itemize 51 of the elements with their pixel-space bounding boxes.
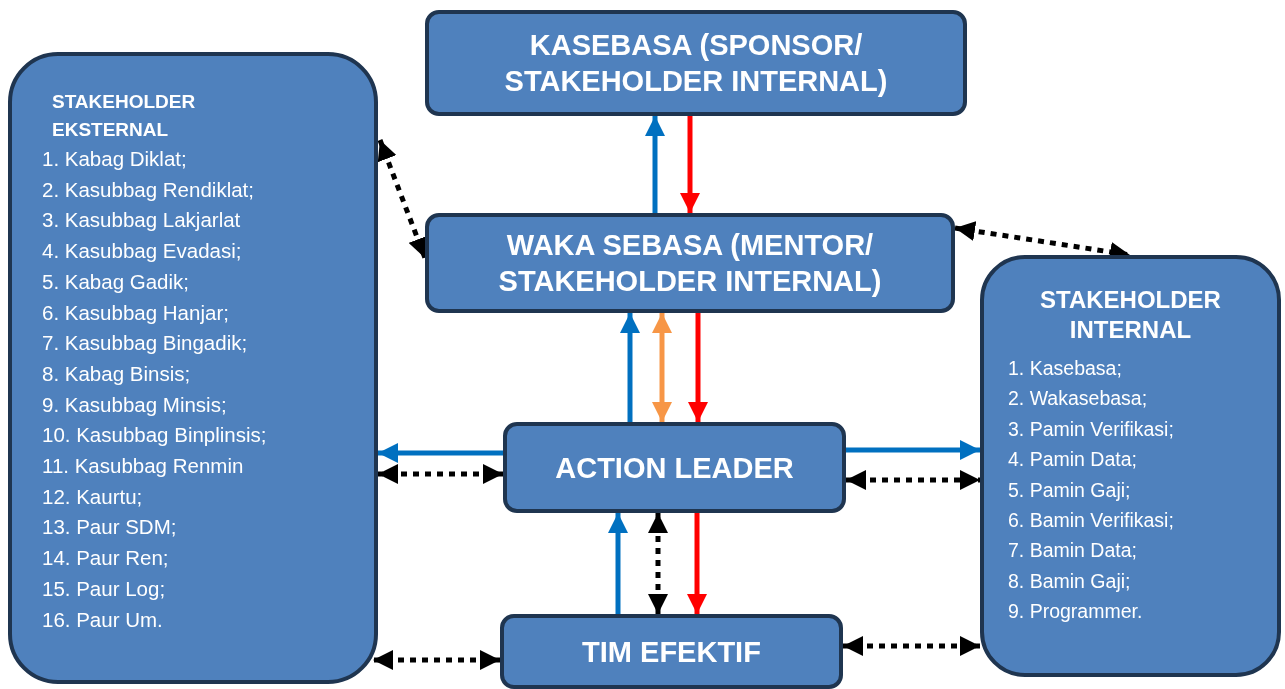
box-title: TIM EFEKTIF <box>581 634 762 670</box>
process-box <box>500 614 843 689</box>
arrow <box>688 313 708 422</box>
panel-heading: STAKEHOLDER EKSTERNAL <box>52 90 197 142</box>
process-box <box>425 213 955 313</box>
list-item: 9. Programmer. <box>1008 599 1143 625</box>
dotted-arrow <box>843 636 980 656</box>
list-item: 4. Pamin Data; <box>1008 447 1137 473</box>
list-item: 16. Paur Um. <box>42 606 163 633</box>
arrow <box>680 116 700 213</box>
process-box <box>503 422 846 513</box>
dotted-arrow <box>648 513 668 614</box>
box-title: KASEBASA (SPONSOR/ STAKEHOLDER INTERNAL) <box>503 28 889 99</box>
arrow <box>608 513 628 614</box>
list-item: 12. Kaurtu; <box>42 483 143 510</box>
process-box <box>425 10 967 116</box>
list-item: 1. Kabag Diklat; <box>42 146 187 172</box>
list-item: 3. Kasubbag Lakjarlat <box>42 207 241 234</box>
list-item: 5. Pamin Gaji; <box>1008 477 1131 503</box>
list-item: 5. Kabag Gadik; <box>42 268 189 295</box>
dotted-arrow <box>373 650 500 670</box>
box-title: ACTION LEADER <box>554 450 795 486</box>
list-item: 9. Kasubbag Minsis; <box>42 391 227 418</box>
dotted-arrow <box>846 470 980 490</box>
box-title: WAKA SEBASA (MENTOR/ STAKEHOLDER INTERNAL) <box>497 228 883 299</box>
list-item: 11. Kasubbag Renmin <box>42 453 244 479</box>
arrow <box>652 313 672 422</box>
stakeholder-panel <box>980 255 1281 677</box>
list-item: 4. Kasubbag Evadasi; <box>42 238 242 265</box>
dotted-arrow <box>378 464 503 484</box>
list-item: 6. Bamin Verifikasi; <box>1008 508 1174 533</box>
list-item: 14. Paur Ren; <box>42 545 169 572</box>
list-item: 10. Kasubbag Binplinsis; <box>42 422 267 449</box>
arrow <box>846 440 980 460</box>
list-item: 7. Bamin Data; <box>1008 538 1137 564</box>
arrow <box>645 116 665 213</box>
arrow <box>687 513 707 614</box>
list-item: 6. Kasubbag Hanjar; <box>42 299 229 326</box>
list-item: 2. Kasubbag Rendiklat; <box>42 176 254 203</box>
list-item: 3. Pamin Verifikasi; <box>1008 416 1174 442</box>
panel-heading: STAKEHOLDER INTERNAL <box>1039 285 1222 345</box>
arrow <box>378 443 503 463</box>
list-item: 13. Paur SDM; <box>42 514 177 541</box>
arrow <box>620 313 640 422</box>
list-item: 7. Kasubbag Bingadik; <box>42 330 248 357</box>
list-item: 8. Bamin Gaji; <box>1008 568 1131 594</box>
list-item: 2. Wakasebasa; <box>1008 386 1148 412</box>
list-item: 15. Paur Log; <box>42 575 166 602</box>
stakeholder-panel <box>8 52 378 684</box>
list-item: 8. Kabag Binsis; <box>42 360 191 387</box>
list-item: 1. Kasebasa; <box>1008 356 1122 381</box>
